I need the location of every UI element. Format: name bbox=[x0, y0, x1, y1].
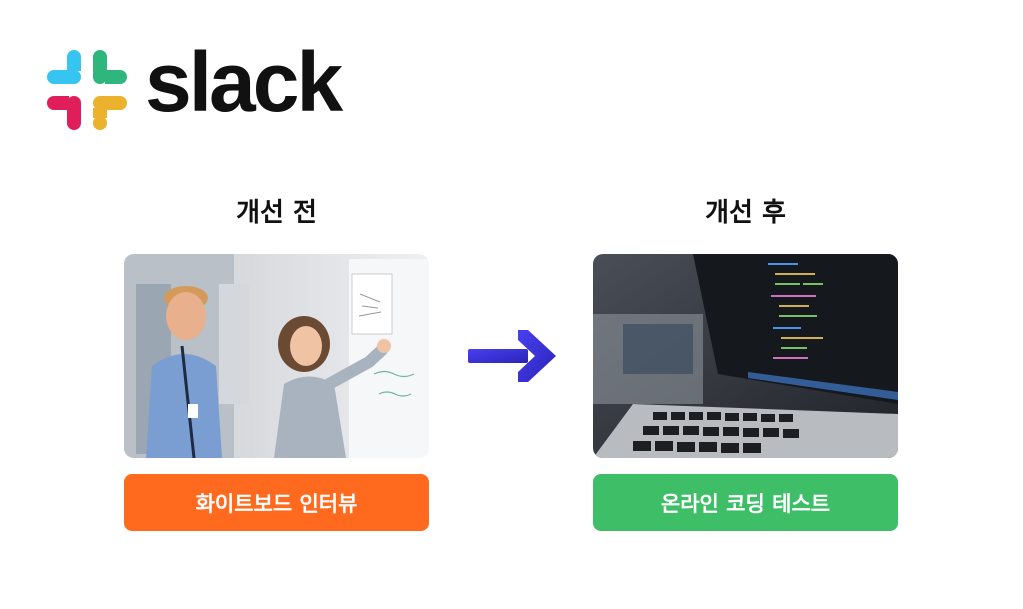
after-column: 개선 후 bbox=[593, 195, 898, 531]
after-title: 개선 후 bbox=[705, 198, 786, 228]
before-title: 개선 전 bbox=[236, 198, 317, 228]
online-coding-test-button[interactable]: 온라인 코딩 테스트 bbox=[593, 474, 898, 531]
slack-logo: slack bbox=[47, 40, 343, 132]
right-arrow-icon bbox=[468, 330, 556, 382]
whiteboard-photo bbox=[124, 254, 429, 458]
slack-hash-icon bbox=[47, 50, 127, 130]
before-column: 개선 전 화이트보드 인터뷰 bbox=[124, 195, 429, 531]
slack-wordmark: slack bbox=[145, 35, 343, 129]
whiteboard-interview-button[interactable]: 화이트보드 인터뷰 bbox=[124, 474, 429, 531]
laptop-code-photo bbox=[593, 254, 898, 458]
